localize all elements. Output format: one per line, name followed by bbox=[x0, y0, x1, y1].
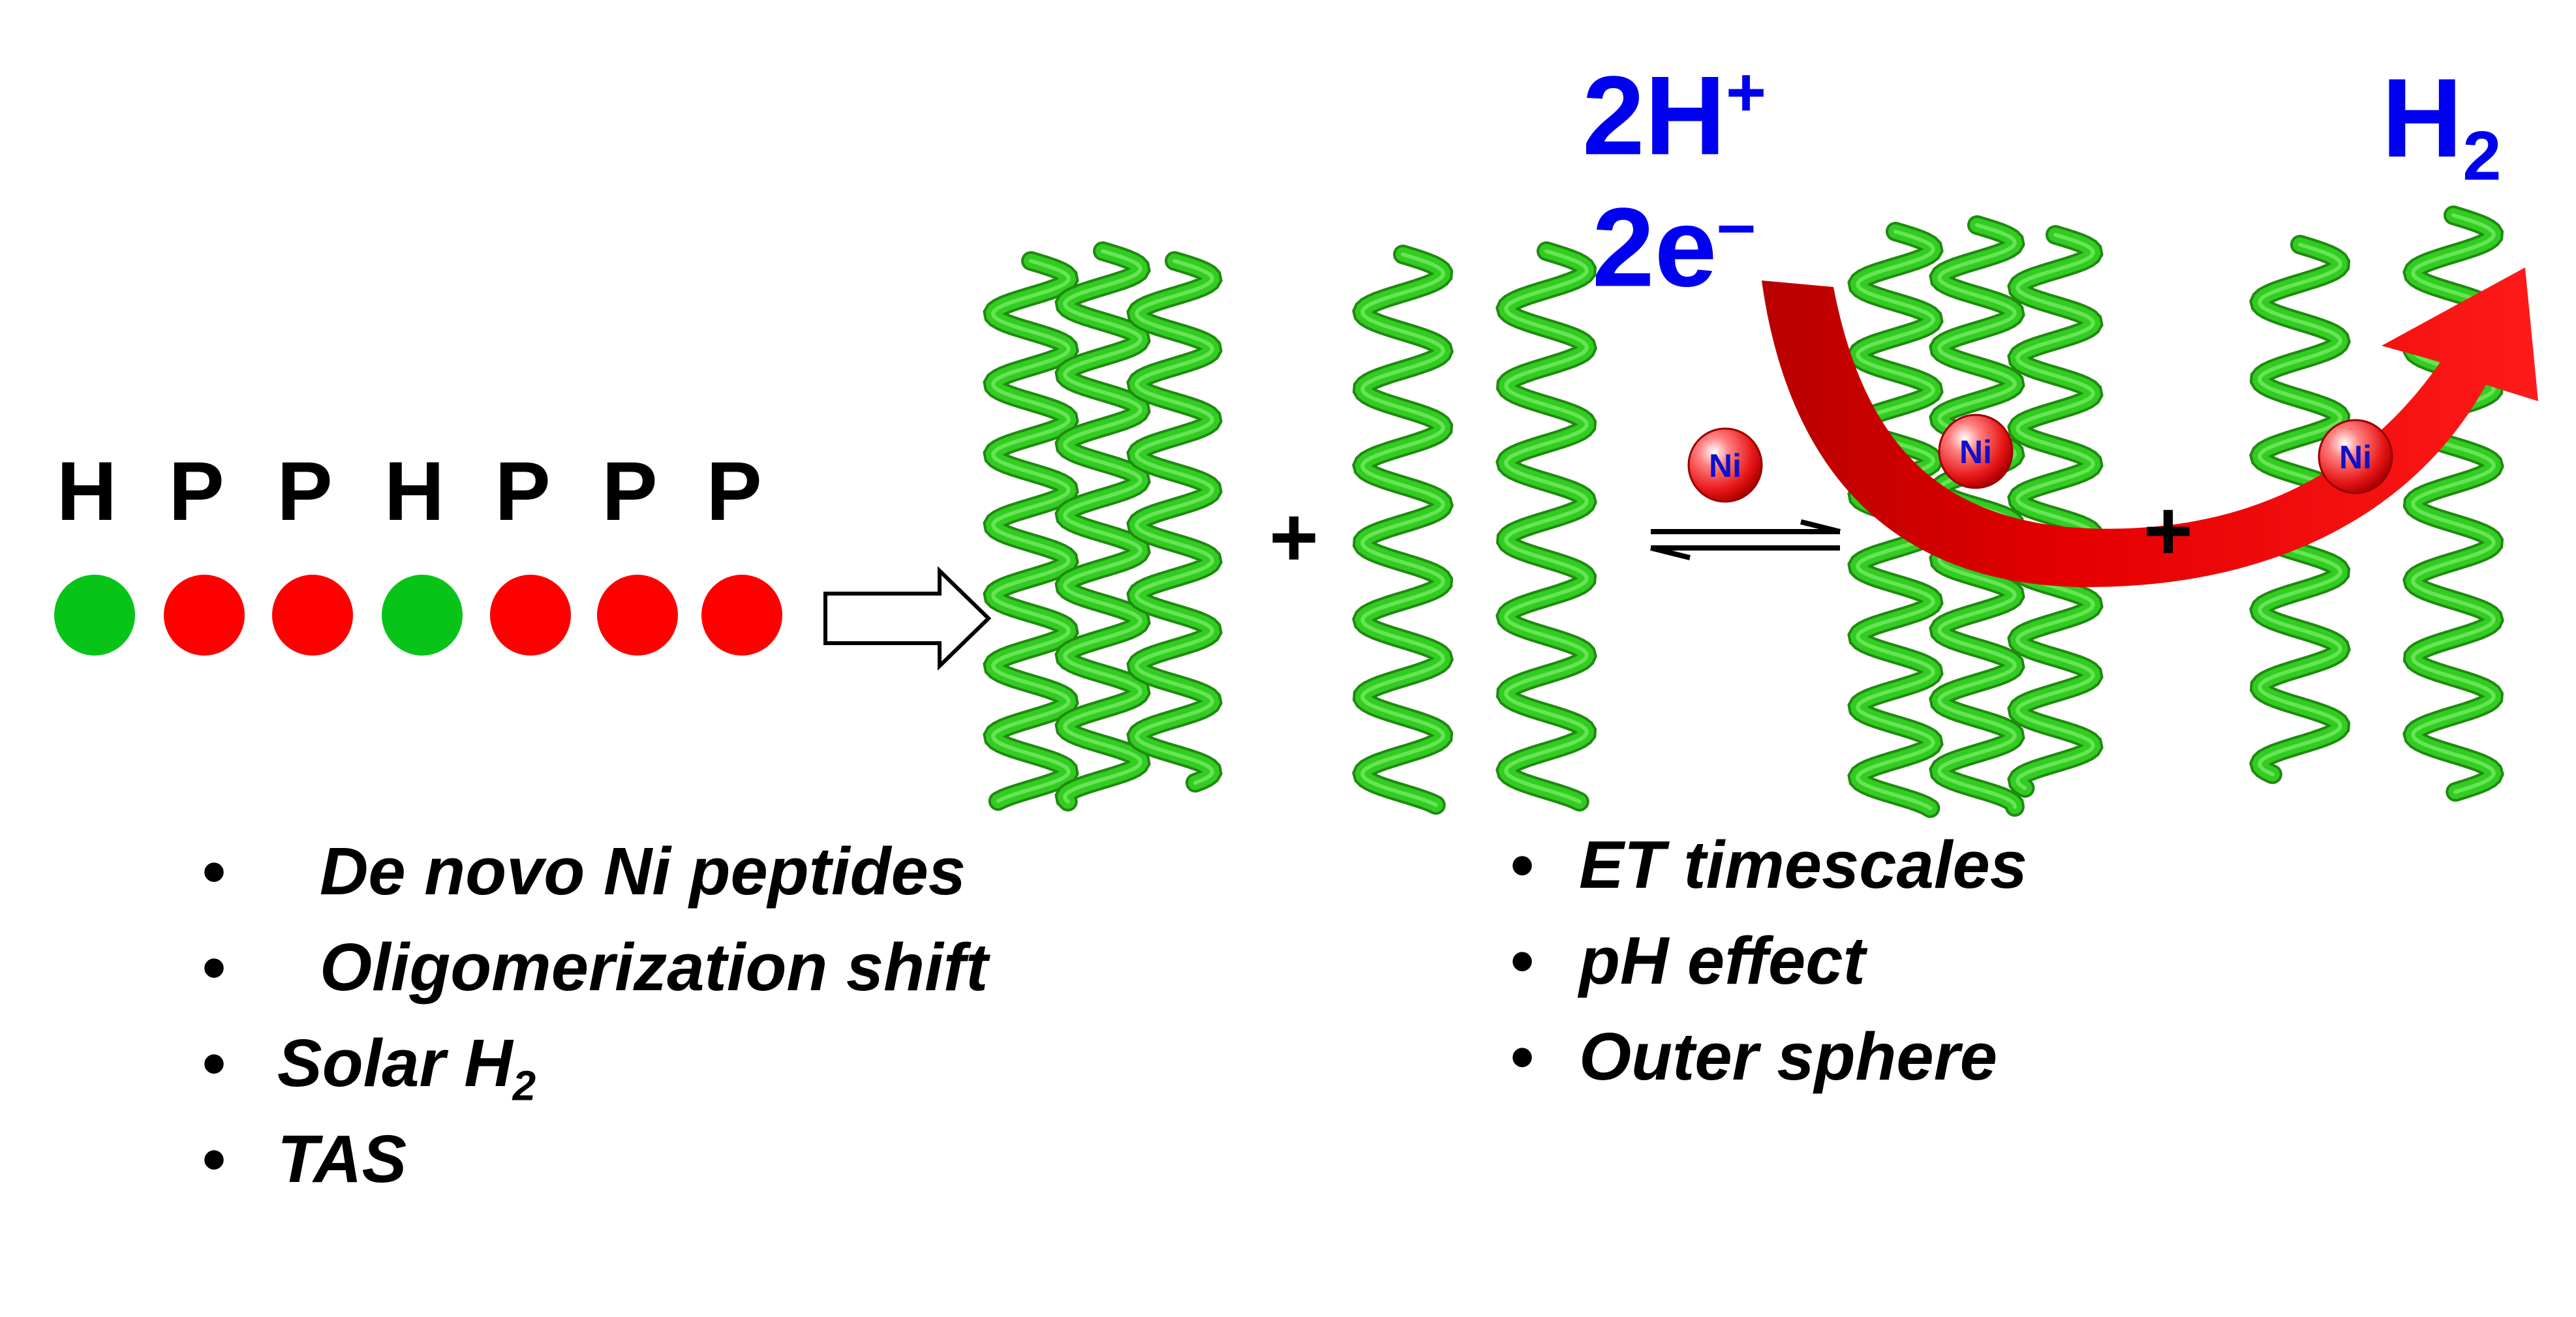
hydrogen-product-label: H2 bbox=[2382, 55, 2502, 195]
ni-ion-icon: Ni bbox=[1687, 427, 1763, 503]
heptad-dot-polar bbox=[490, 575, 571, 656]
bullet-dot-icon: • bbox=[202, 834, 226, 909]
heptad-dot-hydrophobic bbox=[54, 575, 135, 656]
svg-text:Ni: Ni bbox=[1709, 447, 1741, 484]
heptad-letter-6: P bbox=[602, 445, 658, 538]
bullet-dot-icon: • bbox=[1510, 827, 1535, 902]
heptad-dot-polar bbox=[597, 575, 678, 656]
bullet-dot-icon: • bbox=[1510, 923, 1535, 998]
heptad-letter-5: P bbox=[495, 445, 551, 538]
heptad-dot-polar bbox=[272, 575, 353, 656]
alpha-helix bbox=[1054, 241, 1151, 811]
heptad-letter-2: P bbox=[168, 445, 224, 538]
svg-text:Ni: Ni bbox=[2339, 439, 2372, 476]
heptad-dot-hydrophobic bbox=[382, 575, 463, 656]
plus-sign-left: + bbox=[1269, 489, 1319, 584]
bullet-dot-icon: • bbox=[202, 1025, 226, 1100]
bullet-text: TAS bbox=[277, 1121, 407, 1196]
heptad-letter-7: P bbox=[706, 445, 762, 538]
alpha-helix bbox=[2007, 225, 2104, 798]
ni-ions: Ni Ni Ni bbox=[1687, 414, 2393, 503]
alpha-helix bbox=[983, 251, 1079, 811]
bullet-text: Outer sphere bbox=[1579, 1019, 1998, 1094]
bullet-dot-icon: • bbox=[202, 930, 226, 1005]
ni-ion-icon: Ni bbox=[1938, 414, 2014, 489]
svg-text:Ni: Ni bbox=[1959, 434, 1992, 470]
equilibrium-arrows-icon bbox=[1650, 519, 1841, 560]
heptad-letter-4: H bbox=[384, 445, 445, 538]
heptad-dot-polar bbox=[164, 575, 245, 656]
alpha-helix bbox=[1352, 245, 1454, 815]
heptad-dot-polar bbox=[701, 575, 782, 656]
alpha-helix bbox=[1126, 251, 1223, 793]
bullet-text: De novo Ni peptides bbox=[320, 834, 966, 909]
heptad-letter-3: P bbox=[277, 445, 333, 538]
bullet-text: pH effect bbox=[1579, 923, 1865, 998]
bullet-dot-icon: • bbox=[1510, 1019, 1535, 1094]
red-reaction-arrow-icon bbox=[1762, 267, 2538, 587]
electrons-label: 2e– bbox=[1592, 185, 1756, 310]
bullet-text: Oligomerization shift bbox=[320, 930, 989, 1005]
heptad-letter-1: H bbox=[56, 445, 117, 538]
protons-label: 2H+ bbox=[1582, 53, 1767, 179]
bullet-text: ET timescales bbox=[1579, 827, 2028, 902]
plus-sign-right: + bbox=[2143, 483, 2193, 578]
bullet-dot-icon: • bbox=[202, 1121, 226, 1196]
bullet-text: Solar H2 bbox=[277, 1025, 536, 1110]
block-arrow-icon bbox=[823, 566, 992, 671]
ni-ion-icon: Ni bbox=[2318, 419, 2393, 494]
heptad-dots bbox=[54, 575, 782, 656]
alpha-helix bbox=[1495, 241, 1597, 811]
